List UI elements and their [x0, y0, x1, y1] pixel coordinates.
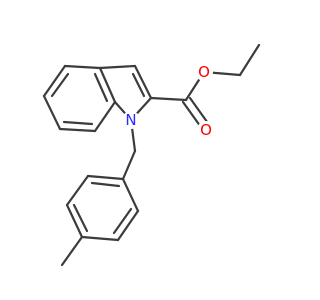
bond-c4-c5 [42, 64, 67, 98]
bond-c3-c2 [133, 64, 153, 100]
bond-ch2-ch3 [238, 43, 261, 77]
bond-ch2-ipso [121, 149, 137, 181]
bond-tol-2-3 [65, 174, 90, 207]
bond-tol-1-2 [86, 174, 125, 181]
bond-tol-methyl [60, 235, 84, 267]
bond-tol-3-4 [65, 203, 84, 239]
bonds [42, 43, 261, 267]
molecule-structure: N O O [42, 43, 261, 267]
atom-labels: N O O [122, 63, 215, 139]
bond-tol-5-6 [116, 209, 140, 242]
bond-c7a-c3a-inner [93, 72, 109, 103]
carbonyl-oxygen-atom: O [197, 121, 215, 139]
bond-c6-c7 [58, 127, 97, 133]
bond-tol-1-2-inner [90, 181, 121, 188]
bond-c3-c2-inner [131, 72, 146, 98]
nitrogen-label: N [125, 111, 136, 129]
carbonyl-oxygen-label: O [200, 121, 212, 139]
bond-c5-c6 [42, 94, 62, 131]
bond-c3a-c3 [98, 64, 137, 70]
bond-c6-c7-inner [62, 120, 94, 126]
nitrogen-atom: N [122, 111, 140, 129]
bond-tol-5-6-inner [112, 207, 133, 235]
ester-oxygen-label: O [198, 63, 210, 81]
bond-c4-c5-inner [50, 72, 70, 98]
bond-c2-carbonyl-c [149, 96, 188, 102]
ester-oxygen-atom: O [195, 63, 213, 81]
bond-c3a-c4 [63, 64, 102, 70]
bond-c7a-c3a [98, 66, 117, 104]
bond-tol-6-1 [121, 177, 140, 213]
bond-tol-3-4-inner [72, 203, 89, 233]
bond-tol-4-5 [80, 235, 120, 242]
bond-c7-c7a [93, 100, 117, 133]
